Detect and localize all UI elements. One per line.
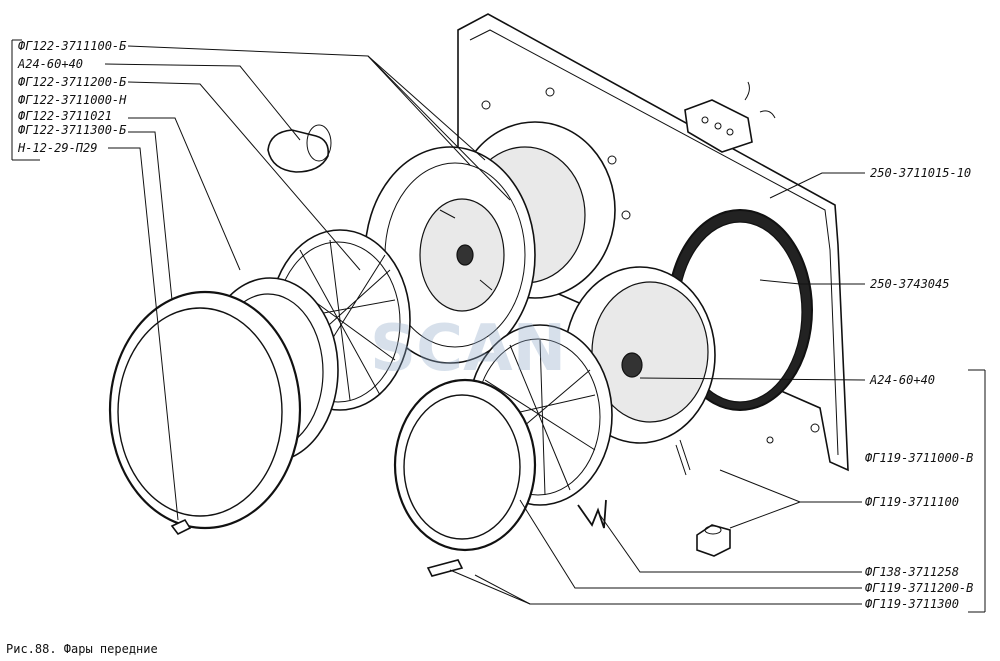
left-leader-lines <box>104 45 511 521</box>
label-fg122-3711300-b: ФГ122-3711300-Б <box>18 123 127 137</box>
label-n-12-29-p29: Н-12-29-П29 <box>17 141 97 155</box>
nut <box>696 524 731 557</box>
label-a24-60-40-right: А24-60+40 <box>869 373 935 387</box>
outer-rim-lower <box>393 378 537 552</box>
figure-caption: Рис.88. Фары передние <box>6 642 158 656</box>
watermark-text: SCAN <box>370 312 566 386</box>
label-fg122-3711200-b: ФГ122-3711200-Б <box>18 75 127 89</box>
label-a24-60-40-left: А24-60+40 <box>17 57 83 71</box>
label-fg119-3711300: ФГ119-3711300 <box>865 597 959 611</box>
label-250-3711015-10: 250-3711015-10 <box>870 166 971 180</box>
label-fg122-3711000-n: ФГ122-3711000-Н <box>18 93 127 107</box>
right-leader-lines <box>449 172 866 605</box>
connector-block <box>684 81 776 153</box>
spring-clip <box>577 499 607 529</box>
label-fg138-3711258: ФГ138-3711258 <box>865 565 959 579</box>
label-fg122-3711100-b: ФГ122-3711100-Б <box>18 39 127 53</box>
outer-rim-upper <box>108 290 302 530</box>
label-fg119-3711100: ФГ119-3711100 <box>865 495 959 509</box>
left-labels: ФГ122-3711100-Б А24-60+40 ФГ122-3711200-… <box>11 39 127 161</box>
label-250-3743045: 250-3743045 <box>870 277 949 291</box>
right-labels: 250-3711015-10 250-3743045 А24-60+40 ФГ1… <box>865 166 986 613</box>
screw-upper <box>170 518 192 536</box>
label-fg119-3711200-v: ФГ119-3711200-В <box>865 581 973 595</box>
label-fg119-3711000-v: ФГ119-3711000-В <box>865 451 973 465</box>
bulb-upper <box>267 124 332 173</box>
label-fg122-3711021: ФГ122-3711021 <box>18 109 112 123</box>
screw-lower <box>426 559 464 577</box>
